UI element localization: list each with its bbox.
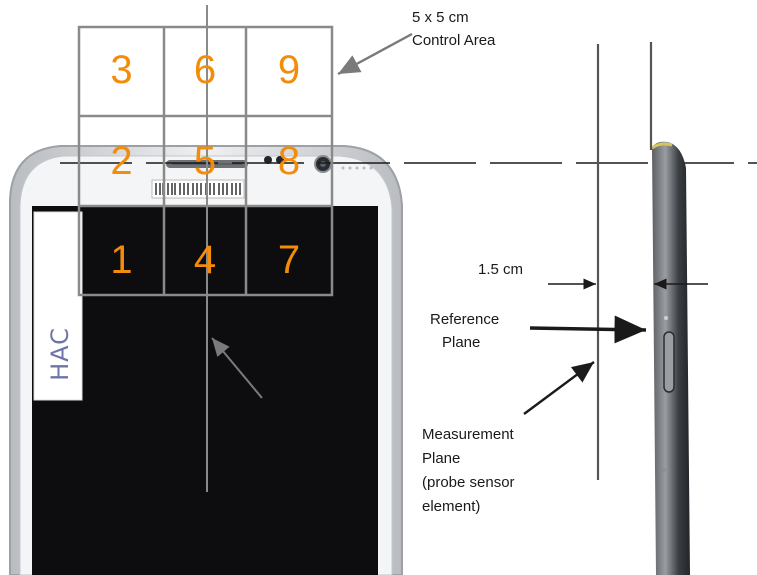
- grid-cell-label: 5: [193, 139, 217, 183]
- grid-cell-label: 3: [110, 48, 133, 92]
- arrow-icon: [523, 361, 595, 415]
- grid-cell-label: 4: [193, 238, 217, 282]
- measurement-plane-label: element): [422, 498, 481, 515]
- grid-cell-label: 8: [277, 139, 301, 183]
- phone-side: [651, 141, 690, 575]
- grid-cell-label: 9: [277, 48, 301, 92]
- phone-screen: [32, 206, 378, 575]
- arrow-icon: [529, 315, 647, 344]
- arrow-icon: [211, 337, 263, 399]
- hac-sticker: [33, 211, 83, 401]
- measurement-plane-label: (probe sensor: [422, 474, 515, 491]
- control-area-size-label: 5 x 5 cm: [412, 9, 469, 26]
- grid-cell-label: 2: [110, 139, 133, 183]
- arrow-icon: [337, 32, 413, 76]
- reference-plane-label: Reference: [430, 311, 500, 328]
- grid-cell-label: 6: [193, 48, 217, 92]
- control-area-label: Control Area: [412, 32, 496, 49]
- measurement-plane-label: Measurement: [422, 426, 514, 443]
- measurement-plane-label: Plane: [422, 450, 461, 467]
- phone-front: [9, 145, 403, 575]
- hac-sticker-text: HAC: [46, 327, 74, 381]
- distance-label: 1.5 cm: [478, 261, 524, 278]
- control-area-grid: [77, 25, 334, 297]
- grid-cell-label: 1: [110, 238, 133, 282]
- reference-plane-label: Plane: [442, 334, 481, 351]
- grid-cell-label: 7: [277, 238, 301, 282]
